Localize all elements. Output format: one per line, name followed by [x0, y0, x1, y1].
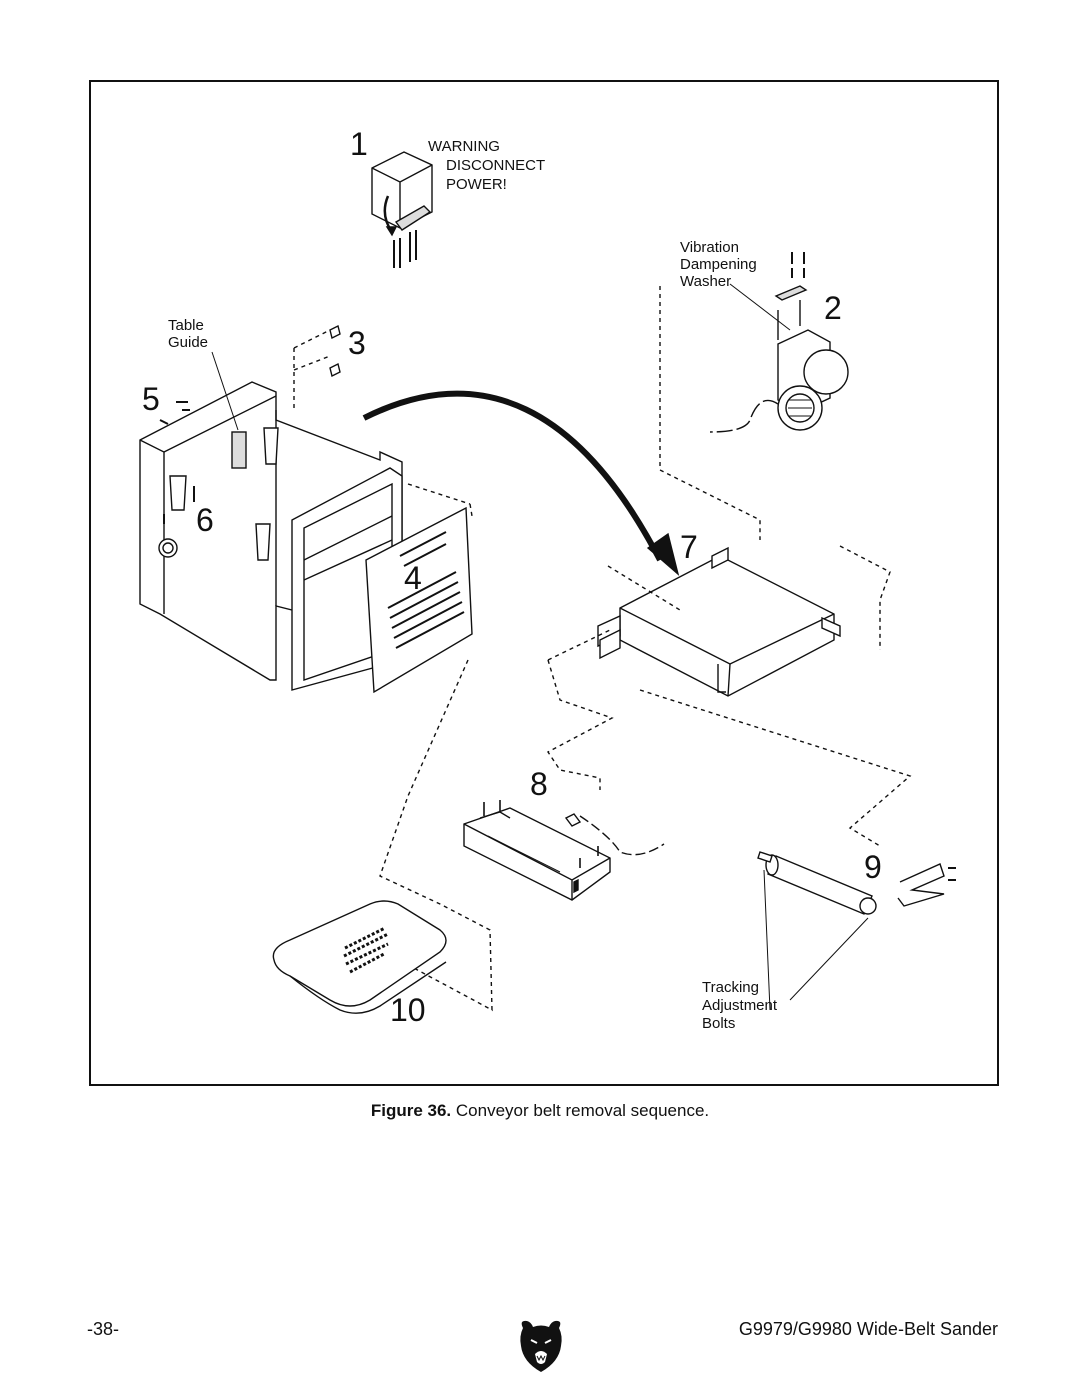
- table-guide-label-line2: Guide: [168, 334, 209, 351]
- warning-label-line2: DISCONNECT: [446, 157, 546, 174]
- bear-head-logo-icon: [520, 1320, 562, 1372]
- cabinet-drawing: [139, 381, 403, 691]
- side-panel-drawing: [365, 506, 473, 694]
- roller-drawing: [757, 851, 956, 915]
- figure-frame: [89, 80, 999, 1086]
- step-number-10: 10: [390, 992, 426, 1028]
- conveyor-frame-drawing: [597, 546, 841, 697]
- belt-guard-drawing: [463, 800, 665, 901]
- vibration-label-line1: Vibration: [680, 239, 739, 256]
- table-guide-label-line1: Table: [168, 317, 204, 334]
- figure-caption-text: Conveyor belt removal sequence.: [451, 1101, 710, 1120]
- step-number-8: 8: [530, 766, 548, 802]
- warning-label-line1: WARNING: [428, 138, 500, 155]
- step-number-5: 5: [142, 381, 160, 417]
- step-number-2: 2: [824, 290, 842, 326]
- tracking-label-line2: Adjustment: [702, 997, 778, 1014]
- page-number: -38-: [87, 1319, 120, 1339]
- warning-label-line3: POWER!: [446, 176, 507, 193]
- step-number-6: 6: [196, 502, 214, 538]
- tracking-label-line3: Bolts: [702, 1015, 736, 1032]
- step-number-7: 7: [680, 529, 698, 565]
- step-number-3: 3: [348, 325, 366, 361]
- figure-caption: Figure 36. Conveyor belt removal sequenc…: [0, 1101, 1080, 1121]
- disconnect-switch-drawing: [371, 151, 433, 268]
- step-number-4: 4: [404, 560, 422, 596]
- vibration-label-line3: Washer: [680, 273, 732, 290]
- conveyor-belt-drawing: [272, 900, 447, 1014]
- tracking-label-line1: Tracking: [702, 979, 759, 996]
- figure-label: Figure 36.: [370, 1101, 452, 1120]
- motor-drawing: [709, 252, 849, 433]
- step-number-9: 9: [864, 849, 882, 885]
- vibration-label-line2: Dampening: [680, 256, 757, 273]
- manual-title: G9979/G9980 Wide-Belt Sander: [738, 1319, 998, 1339]
- step-number-1: 1: [350, 126, 368, 162]
